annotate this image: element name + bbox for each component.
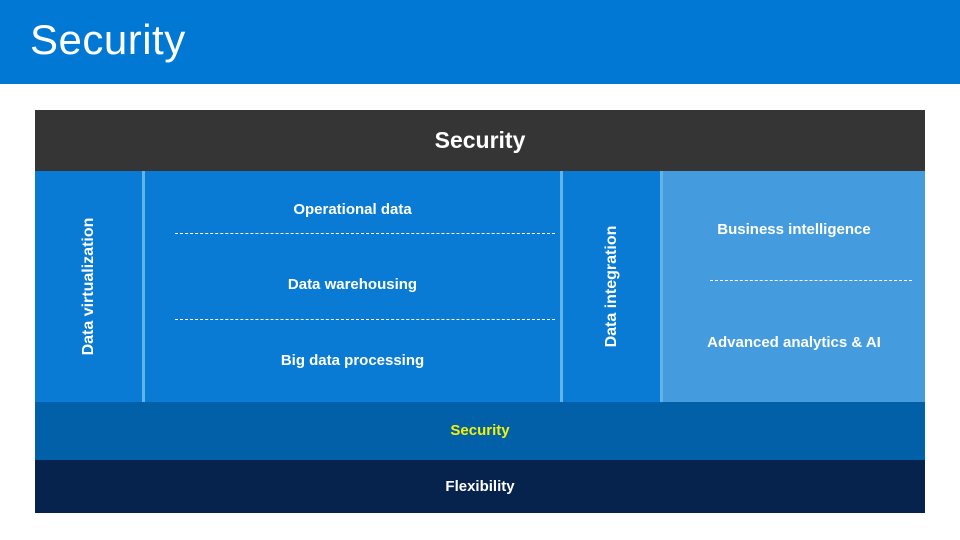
column-divider-3	[660, 171, 663, 402]
cell-advanced-analytics-ai[interactable]: Advanced analytics & AI	[707, 334, 881, 351]
column-operational-stack[interactable]: Operational data Data warehousing Big da…	[145, 171, 560, 402]
band-flexibility[interactable]: Flexibility	[35, 460, 925, 513]
architecture-diagram: Security Data virtualization Operational…	[35, 110, 925, 513]
column-data-virtualization[interactable]: Data virtualization	[35, 171, 142, 402]
dashed-separator-3	[710, 280, 912, 281]
column-divider-2	[560, 171, 563, 402]
dashed-separator-2	[175, 319, 555, 320]
column-analytics-stack[interactable]: Business intelligence Advanced analytics…	[663, 171, 925, 402]
dashed-separator-1	[175, 233, 555, 234]
page-title: Security	[30, 16, 186, 63]
column-label-data-virtualization: Data virtualization	[80, 217, 97, 356]
cell-operational-data[interactable]: Operational data	[293, 201, 412, 218]
cell-business-intelligence[interactable]: Business intelligence	[717, 221, 871, 238]
column-label-data-integration: Data integration	[603, 225, 620, 348]
cell-big-data-processing[interactable]: Big data processing	[280, 352, 425, 369]
column-data-integration[interactable]: Data integration	[563, 171, 660, 402]
diagram-header: Security	[35, 110, 925, 171]
band-security[interactable]: Security	[35, 402, 925, 460]
cell-data-warehousing[interactable]: Data warehousing	[287, 276, 418, 293]
band-flexibility-label: Flexibility	[445, 478, 515, 495]
slide-title-bar: Security	[0, 0, 960, 84]
column-divider-1	[142, 171, 145, 402]
band-security-label: Security	[450, 422, 510, 439]
diagram-columns-band: Data virtualization Operational data Dat…	[35, 171, 925, 402]
diagram-header-label: Security	[434, 127, 526, 153]
